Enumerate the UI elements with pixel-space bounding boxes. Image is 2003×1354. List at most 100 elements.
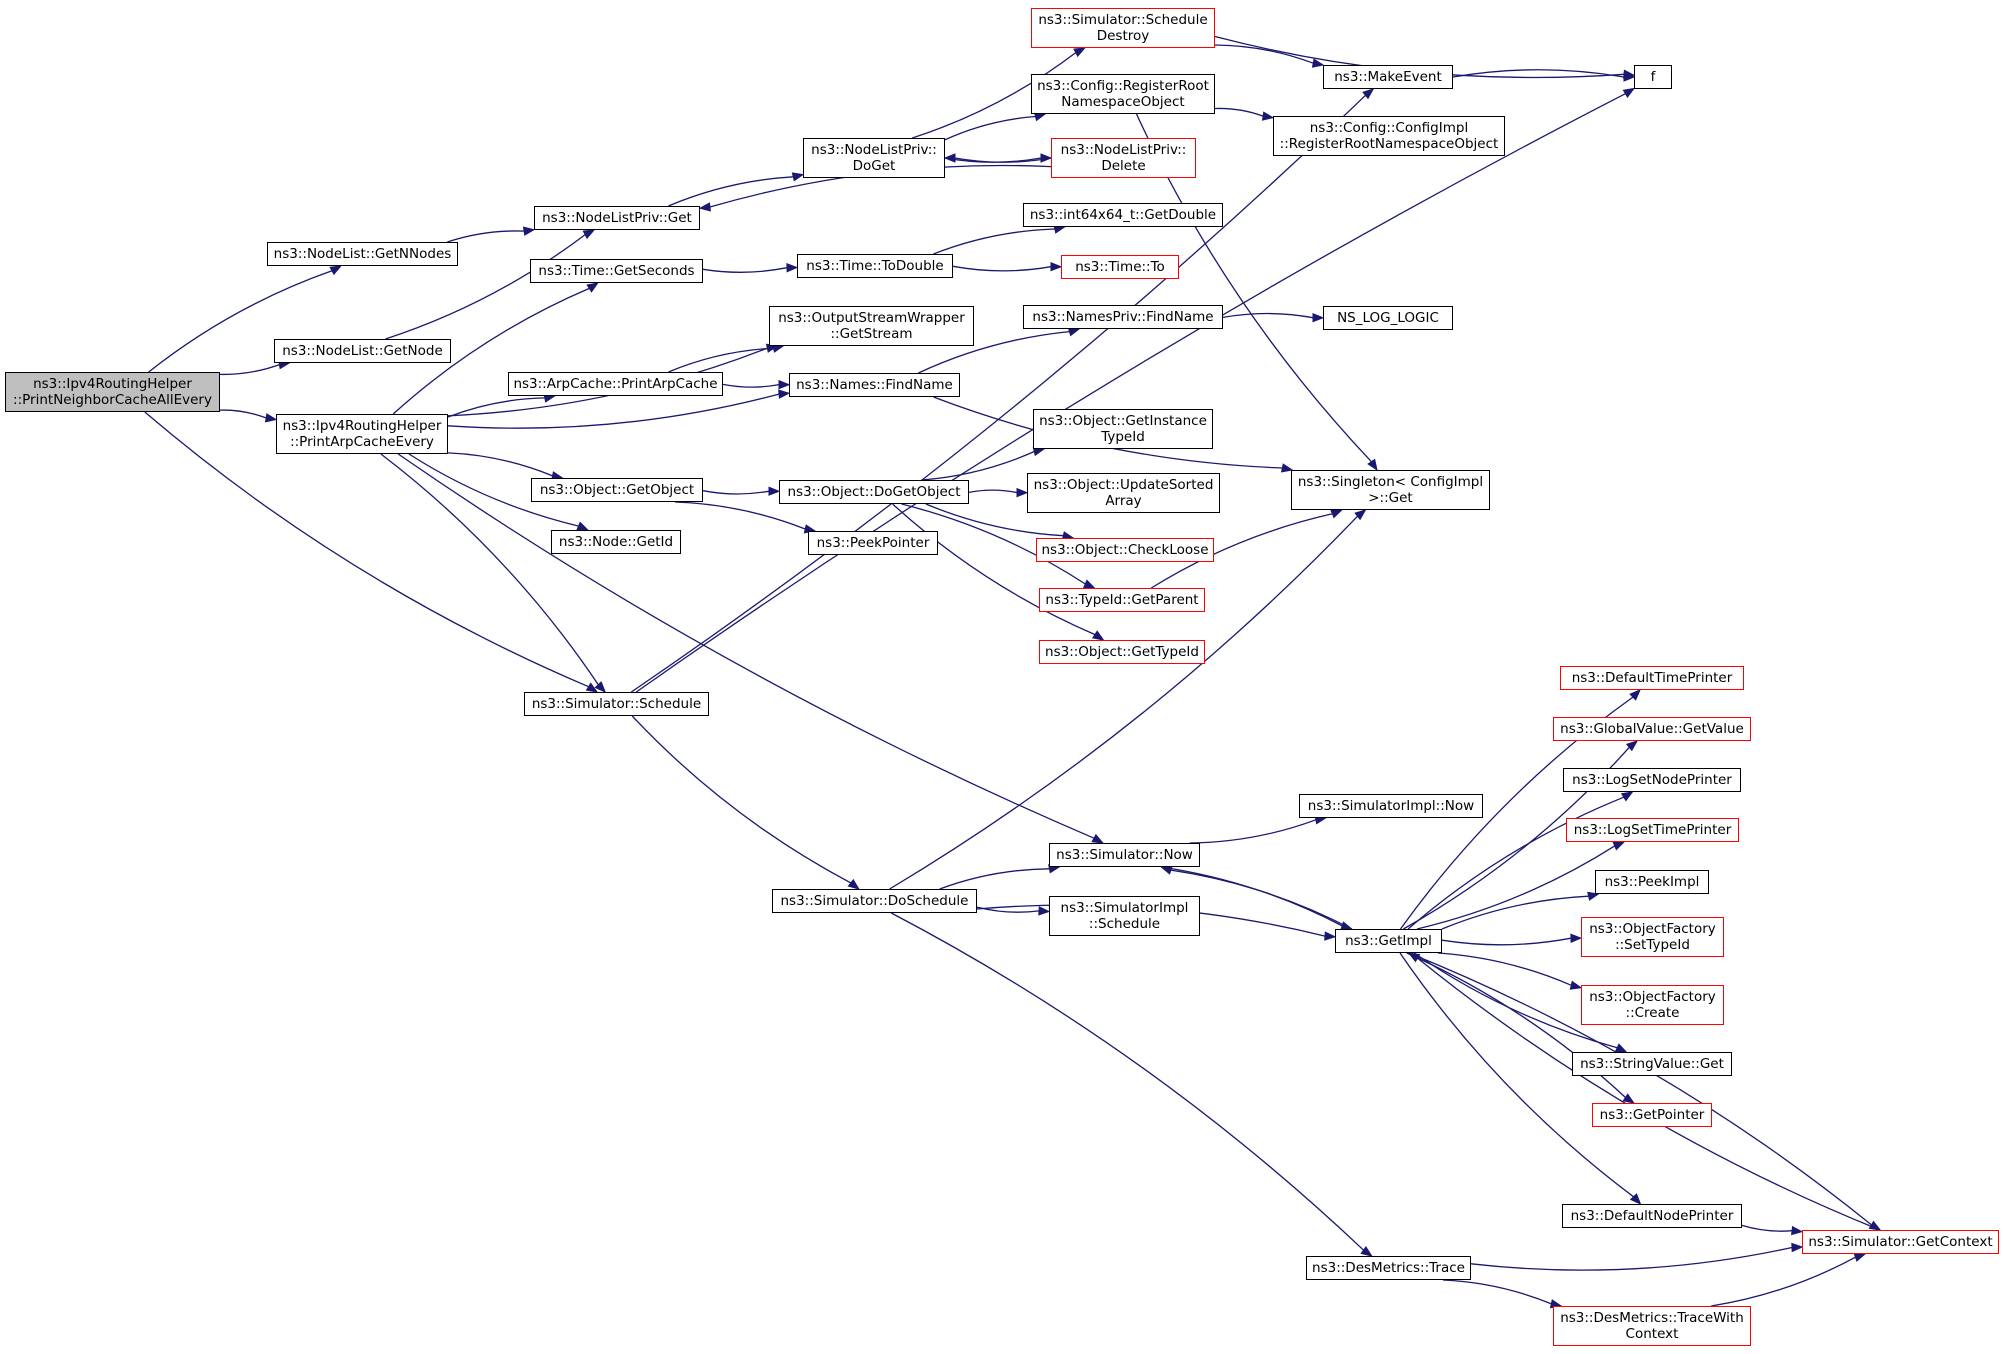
node-logsettimeprinter[interactable]: ns3::LogSetTimePrinter — [1566, 818, 1739, 842]
edge-arpcache_print-to-names_findname — [722, 383, 780, 388]
node-simulator-getcontext[interactable]: ns3::Simulator::GetContext — [1802, 1230, 1999, 1254]
node-outputstream-getstream[interactable]: ns3::OutputStreamWrapper ::GetStream — [769, 306, 974, 346]
edge-arrowhead — [1629, 1193, 1642, 1205]
node-printarpcacheevery[interactable]: ns3::Ipv4RoutingHelper ::PrintArpCacheEv… — [276, 414, 448, 454]
node-sim-schedule-destroy[interactable]: ns3::Simulator::Schedule Destroy — [1031, 8, 1215, 48]
edge-arrowhead — [1362, 88, 1375, 100]
node-desmetrics-tracewithcontext[interactable]: ns3::DesMetrics::TraceWith Context — [1553, 1306, 1751, 1346]
node-node-getid[interactable]: ns3::Node::GetId — [551, 530, 681, 554]
edge-nodelistpriv_doget-to-sim_schedule_destroy — [912, 52, 1077, 139]
node-peekimpl[interactable]: ns3::PeekImpl — [1595, 870, 1709, 894]
node-logsetnodeprinter[interactable]: ns3::LogSetNodePrinter — [1563, 768, 1741, 792]
node-arpcache-print[interactable]: ns3::ArpCache::PrintArpCache — [508, 372, 723, 396]
node-objectfactory-settypeid[interactable]: ns3::ObjectFactory ::SetTypeId — [1581, 917, 1724, 957]
node-simulator-doschedule[interactable]: ns3::Simulator::DoSchedule — [772, 889, 977, 913]
edge-object_dogetobject-to-object_getinstancetypeid — [921, 450, 1035, 481]
node-getnode[interactable]: ns3::NodeList::GetNode — [274, 339, 451, 363]
edge-time_todouble-to-int64_getdouble — [933, 228, 1055, 255]
edge-root-to-simulator_schedule — [144, 411, 589, 688]
node-time-todouble[interactable]: ns3::Time::ToDouble — [797, 254, 953, 278]
edge-simulator_doschedule-to-desmetrics_trace — [890, 912, 1365, 1251]
node-int64-getdouble[interactable]: ns3::int64x64_t::GetDouble — [1023, 203, 1223, 227]
edge-arrowhead — [1016, 487, 1029, 498]
edge-time_getseconds-to-time_todouble — [702, 267, 788, 273]
edge-arrowhead — [791, 172, 805, 182]
edge-getimpl-to-objectfactory_create — [1437, 952, 1572, 986]
node-getimpl[interactable]: ns3::GetImpl — [1335, 929, 1442, 953]
edge-arrowhead — [1367, 458, 1378, 472]
node-objectfactory-create[interactable]: ns3::ObjectFactory ::Create — [1581, 985, 1724, 1025]
node-getpointer[interactable]: ns3::GetPointer — [1592, 1103, 1712, 1127]
edge-object_getobject-to-peekpointer — [674, 501, 806, 530]
edge-getimpl-to-logsettimeprinter — [1416, 845, 1616, 930]
node-object-getobject[interactable]: ns3::Object::GetObject — [531, 478, 703, 502]
node-simulatorimpl-schedule[interactable]: ns3::SimulatorImpl ::Schedule — [1049, 896, 1200, 936]
edge-simulator_schedule-to-simulator_doschedule — [631, 715, 852, 884]
node-f[interactable]: f — [1634, 65, 1672, 89]
node-object-gettypeid[interactable]: ns3::Object::GetTypeId — [1039, 640, 1205, 664]
edge-printarpcacheevery-to-arpcache_print — [447, 397, 545, 418]
node-simulator-now[interactable]: ns3::Simulator::Now — [1049, 843, 1200, 867]
edge-printarpcacheevery-to-time_getseconds — [392, 287, 590, 415]
edge-getimpl-to-simulator_now — [1170, 869, 1353, 930]
node-defaultnodeprinter[interactable]: ns3::DefaultNodePrinter — [1562, 1204, 1742, 1228]
node-time-to[interactable]: ns3::Time::To — [1061, 255, 1179, 279]
edge-getimpl-to-logsetnodeprinter — [1407, 796, 1625, 930]
edge-arrowhead — [264, 413, 278, 423]
node-makeevent[interactable]: ns3::MakeEvent — [1323, 65, 1453, 89]
node-typeid-getparent[interactable]: ns3::TypeId::GetParent — [1039, 588, 1205, 612]
edge-printarpcacheevery-to-node_getid — [408, 453, 579, 527]
node-stringvalue-get[interactable]: ns3::StringValue::Get — [1572, 1052, 1732, 1076]
node-nodelistpriv-get[interactable]: ns3::NodeListPriv::Get — [534, 206, 700, 230]
node-time-getseconds[interactable]: ns3::Time::GetSeconds — [530, 259, 703, 283]
edge-names_findname-to-namespriv_findname — [918, 330, 1070, 374]
edge-simulator_doschedule-to-simulator_now — [939, 868, 1050, 890]
node-config-registerroot[interactable]: ns3::Config::RegisterRoot NamespaceObjec… — [1031, 74, 1215, 114]
node-simulator-schedule[interactable]: ns3::Simulator::Schedule — [524, 692, 709, 716]
node-names-findname[interactable]: ns3::Names::FindName — [789, 373, 960, 397]
edge-object_dogetobject-to-object_checkloose — [925, 503, 1064, 537]
node-configimpl-registerroot[interactable]: ns3::Config::ConfigImpl ::RegisterRootNa… — [1273, 116, 1505, 156]
edge-arrowhead — [1324, 931, 1337, 941]
edge-simulator_now-to-simulatorimpl_now — [1189, 819, 1317, 844]
edge-arrowhead — [1082, 579, 1096, 589]
node-singleton-get[interactable]: ns3::Singleton< ConfigImpl >::Get — [1291, 470, 1490, 510]
node-object-getinstancetypeid[interactable]: ns3::Object::GetInstance TypeId — [1033, 409, 1213, 449]
edge-arrowhead — [1868, 1220, 1882, 1231]
node-getnnodes[interactable]: ns3::NodeList::GetNNodes — [267, 242, 458, 266]
node-object-checkloose[interactable]: ns3::Object::CheckLoose — [1036, 538, 1214, 562]
edge-arrowhead — [1570, 933, 1583, 943]
edge-arrowhead — [1330, 509, 1343, 519]
edge-printarpcacheevery-to-names_findname — [447, 393, 780, 429]
node-nodelistpriv-doget[interactable]: ns3::NodeListPriv:: DoGet — [803, 138, 945, 178]
node-desmetrics-trace[interactable]: ns3::DesMetrics::Trace — [1306, 1256, 1471, 1280]
edge-arrowhead — [585, 682, 599, 693]
edge-arrowhead — [1587, 891, 1600, 901]
edge-arrowhead — [1354, 509, 1367, 521]
edge-arrowhead — [586, 282, 599, 293]
node-defaulttimeprinter[interactable]: ns3::DefaultTimePrinter — [1560, 666, 1744, 690]
edge-arrowhead — [1261, 111, 1275, 121]
edge-arrowhead — [1312, 312, 1325, 323]
node-peekpointer[interactable]: ns3::PeekPointer — [808, 531, 938, 555]
edge-arrowhead — [1280, 463, 1294, 473]
edge-object_dogetobject-to-object_gettypeid — [892, 503, 1096, 636]
edge-arrowhead — [1629, 689, 1641, 701]
edge-printarpcacheevery-to-object_getobject — [447, 452, 553, 477]
edge-arrowhead — [1614, 1043, 1628, 1053]
node-object-updatesorted[interactable]: ns3::Object::UpdateSorted Array — [1027, 473, 1220, 513]
node-ns-log-logic[interactable]: NS_LOG_LOGIC — [1323, 306, 1453, 330]
edge-arrowhead — [1091, 833, 1104, 844]
node-namespriv-findname[interactable]: ns3::NamesPriv::FindName — [1023, 305, 1223, 329]
edge-object_dogetobject-to-object_updatesorted — [968, 489, 1018, 494]
edge-arrowhead — [1360, 1246, 1373, 1257]
edge-arrowhead — [1311, 58, 1325, 68]
node-object-dogetobject[interactable]: ns3::Object::DoGetObject — [779, 480, 969, 504]
edge-desmetrics_trace-to-simulator_getcontext — [1470, 1246, 1793, 1271]
edge-arrowhead — [778, 389, 791, 399]
edge-arrowhead — [1050, 261, 1063, 272]
node-simulatorimpl-now[interactable]: ns3::SimulatorImpl::Now — [1299, 794, 1483, 818]
node-globalvalue-getvalue[interactable]: ns3::GlobalValue::GetValue — [1553, 717, 1751, 741]
node-nodelistpriv-delete[interactable]: ns3::NodeListPriv:: Delete — [1051, 138, 1196, 178]
